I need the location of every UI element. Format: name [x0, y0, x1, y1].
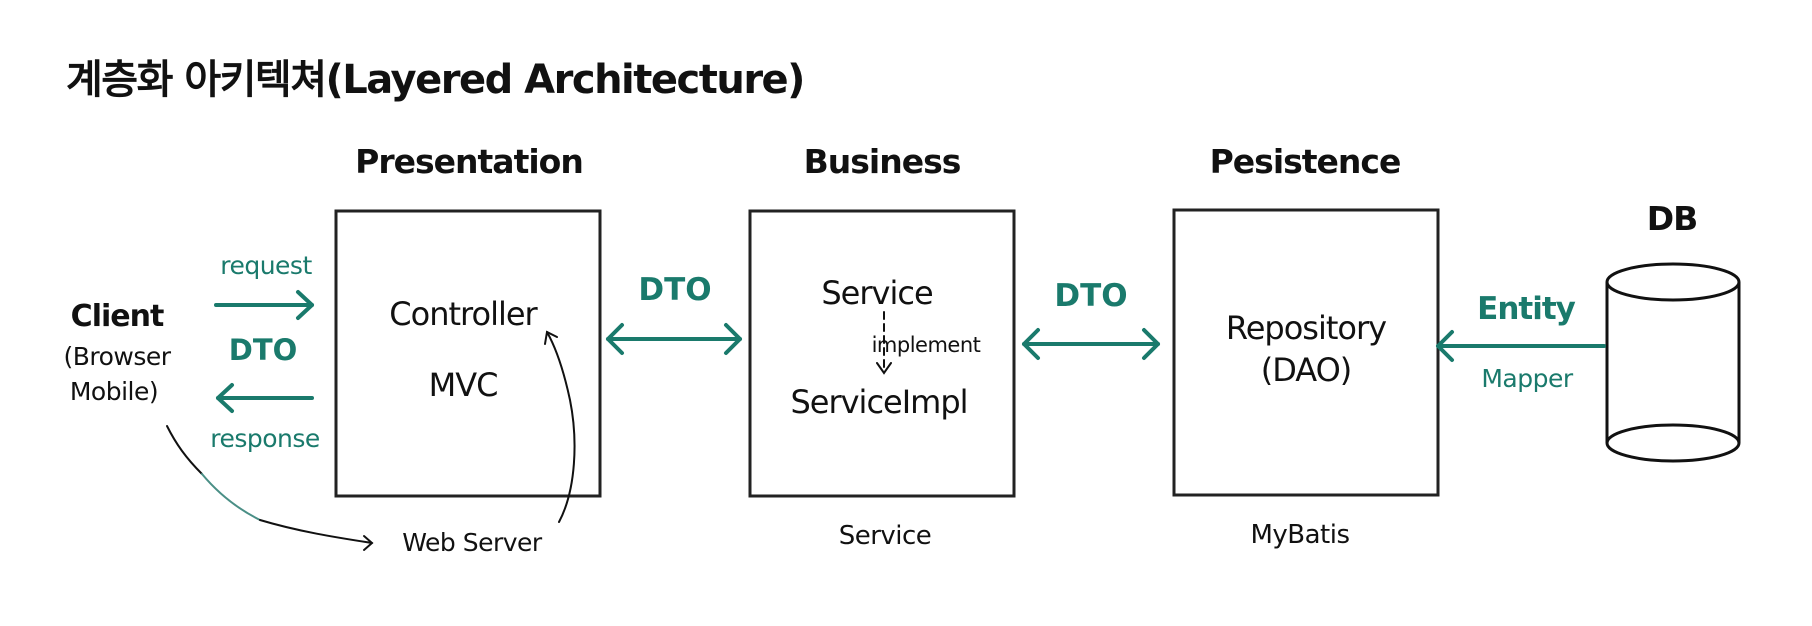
page-title: 계층화 아키텍쳐(Layered Architecture)	[66, 57, 805, 103]
presentation-heading: Presentation	[355, 142, 584, 181]
business-heading: Business	[803, 142, 962, 181]
entity-label: Entity	[1477, 291, 1576, 327]
business-box	[748, 209, 1016, 498]
controller-label: Controller	[389, 295, 537, 333]
persistence-heading: Pesistence	[1209, 142, 1402, 181]
web-server-label: Web Server	[402, 528, 542, 557]
persistence-box	[1172, 208, 1440, 497]
implement-arrow	[876, 311, 892, 375]
service-impl-label: ServiceImpl	[790, 383, 968, 421]
client-sub-mobile: Mobile)	[69, 377, 159, 406]
presentation-box	[334, 209, 602, 498]
response-arrow	[216, 383, 314, 413]
dao-label: (DAO)	[1260, 351, 1353, 389]
request-label: request	[220, 251, 312, 280]
db-cylinder	[1605, 262, 1741, 463]
mvc-label: MVC	[428, 366, 499, 404]
service-caption: Service	[838, 521, 932, 551]
service-label: Service	[821, 274, 933, 312]
repository-label: Repository	[1225, 309, 1387, 347]
implement-label: implement	[871, 333, 981, 357]
response-label: response	[210, 424, 320, 453]
client-sub-browser: (Browser	[63, 342, 171, 371]
mapper-label: Mapper	[1481, 364, 1573, 393]
client-dto-label: DTO	[228, 333, 298, 367]
webserver-controller-curve	[544, 330, 576, 523]
request-arrow	[214, 290, 314, 320]
client-label: Client	[70, 299, 165, 334]
entity-arrow	[1436, 330, 1606, 362]
mybatis-caption: MyBatis	[1250, 520, 1350, 550]
dto-double-arrow-2	[1022, 328, 1160, 360]
dto-label-1: DTO	[638, 272, 712, 308]
dto-label-2: DTO	[1054, 278, 1128, 314]
dto-double-arrow-1	[606, 323, 742, 355]
db-heading: DB	[1646, 199, 1699, 238]
client-webserver-curve	[166, 425, 374, 551]
